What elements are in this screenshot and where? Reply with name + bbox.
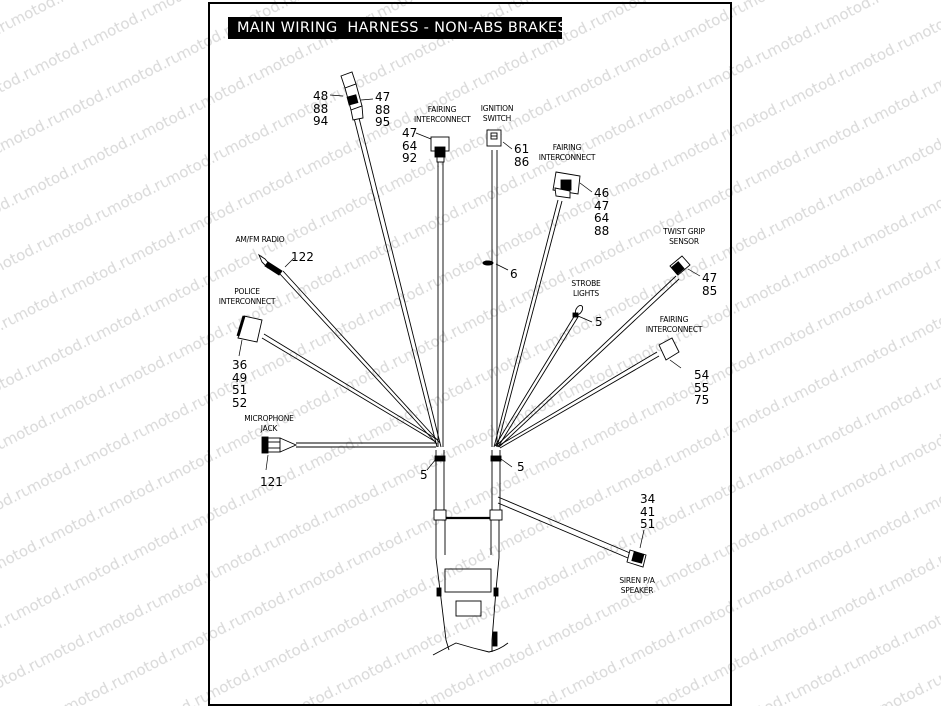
am-fm-radio-label: AM/FM RADIO xyxy=(235,235,285,244)
police-interconnect-callouts: 36 49 51 52 xyxy=(232,358,248,410)
fairing-interconnect-2-callouts: 46 47 64 88 xyxy=(594,186,610,238)
am-fm-radio-plug-icon xyxy=(257,253,283,276)
ignition-switch-callouts: 61 86 xyxy=(514,142,530,169)
clip-center-callouts: 6 xyxy=(510,267,518,281)
left-bundle-wires xyxy=(261,117,444,448)
microphone-jack-icon xyxy=(261,436,298,454)
ignition-switch-label: IGNITION SWITCH xyxy=(480,104,514,123)
police-interconnect-icon xyxy=(236,315,263,343)
twist-grip-sensor-callouts: 47 85 xyxy=(702,271,718,298)
fairing-interconnect-3-label: FAIRING INTERCONNECT xyxy=(645,315,703,334)
strobe-lights-label: STROBE LIGHTS xyxy=(571,279,601,298)
fairing-interconnect-3-icon xyxy=(658,337,680,361)
right-bundle-wires xyxy=(491,150,680,449)
ignition-switch-icon xyxy=(486,129,502,147)
left-trunk xyxy=(434,450,446,510)
harness-body xyxy=(432,509,509,656)
left-bundle-clip-callouts: 5 xyxy=(420,468,428,482)
top-left-connector-icon xyxy=(340,71,364,121)
right-trunk xyxy=(490,450,502,510)
top-left-connector-callouts-right: 47 88 95 xyxy=(375,90,391,129)
siren-pa-speaker-callouts: 34 41 51 xyxy=(640,492,656,531)
twist-grip-sensor-label: TWIST GRIP SENSOR xyxy=(663,227,705,246)
diagram-title: MAIN WIRING HARNESS - NON-ABS BRAKES xyxy=(228,17,567,39)
fairing-interconnect-1-icon xyxy=(430,136,450,163)
fairing-interconnect-1-callouts: 47 64 92 xyxy=(402,126,418,165)
strobe-lights-icon xyxy=(572,304,593,323)
police-interconnect-label: POLICE INTERCONNECT xyxy=(218,287,276,306)
fairing-interconnect-1-label: FAIRING INTERCONNECT xyxy=(414,105,471,124)
twist-grip-sensor-icon xyxy=(669,255,691,276)
siren-branch xyxy=(497,496,631,559)
siren-pa-speaker-label: SIREN P/A SPEAKER xyxy=(619,576,655,595)
am-fm-radio-callouts: 122 xyxy=(291,250,314,264)
right-bundle-clip-callouts: 5 xyxy=(517,460,525,474)
fairing-interconnect-2-icon xyxy=(552,171,581,199)
microphone-jack-callouts: 121 xyxy=(260,475,283,489)
center-clip-icon xyxy=(482,260,509,271)
microphone-jack-label: MICROPHONE JACK xyxy=(244,414,294,433)
fairing-interconnect-2-label: FAIRING INTERCONNECT xyxy=(538,143,596,162)
top-left-connector-callouts-left: 48 88 94 xyxy=(313,89,329,128)
strobe-lights-callouts: 5 xyxy=(595,315,603,329)
siren-speaker-connector-icon xyxy=(626,549,647,568)
leader-lines xyxy=(238,94,701,549)
fairing-interconnect-3-callouts: 54 55 75 xyxy=(694,368,710,407)
diagram-frame xyxy=(208,2,732,706)
